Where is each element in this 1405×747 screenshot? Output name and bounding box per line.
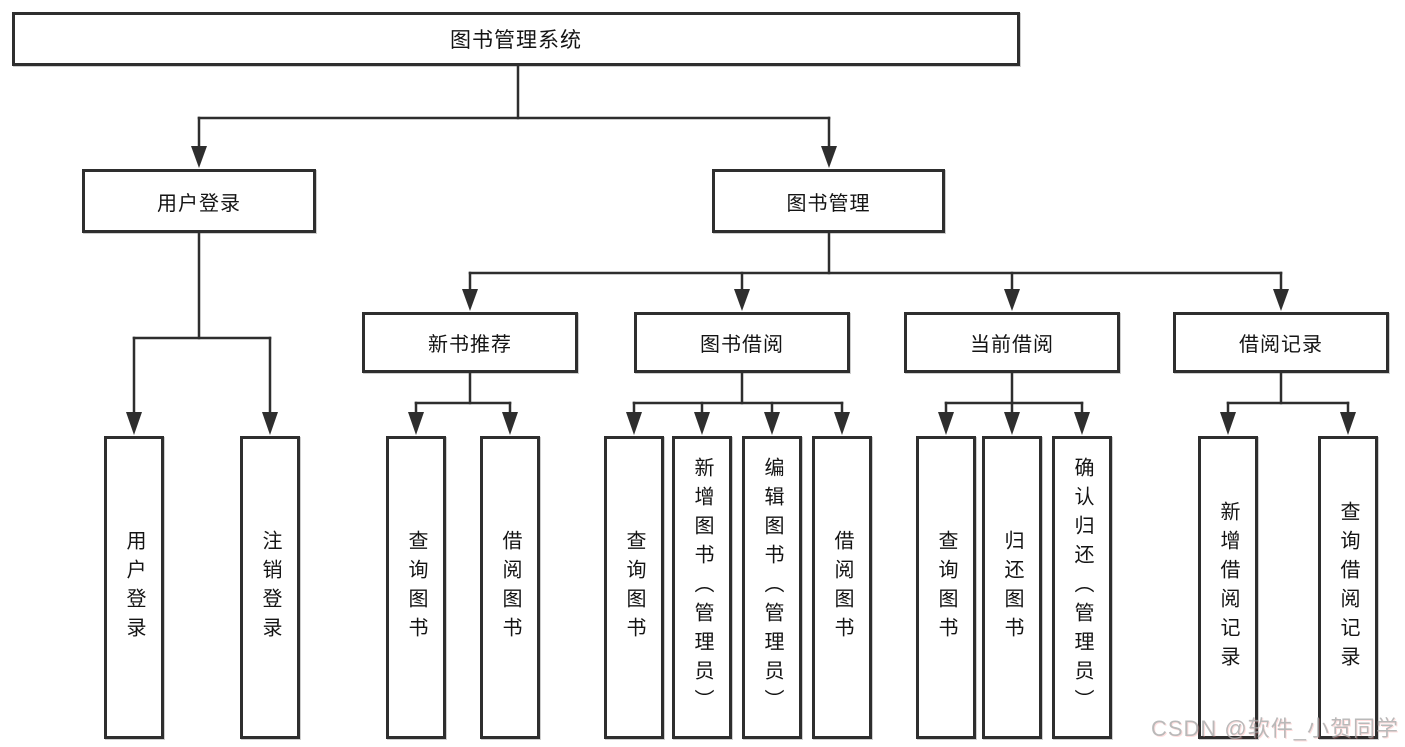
leaf-label: 借阅图书	[499, 529, 521, 646]
leaf-edit-book-admin: 编辑图书（管理员）	[742, 436, 802, 739]
leaf-label: 新增图书（管理员）	[691, 457, 713, 718]
leaf-borrow-books: 借阅图书	[812, 436, 872, 739]
leaf-label: 查询图书	[623, 529, 645, 646]
leaf-logout: 注销登录	[240, 436, 300, 739]
leaf-label: 借阅图书	[831, 529, 853, 646]
leaf-confirm-return-admin: 确认归还（管理员）	[1052, 436, 1112, 739]
node-book-borrowing: 图书借阅	[634, 312, 850, 373]
leaf-return-book: 归还图书	[982, 436, 1042, 739]
leaf-label: 查询借阅记录	[1337, 500, 1359, 675]
leaf-user-login: 用户登录	[104, 436, 164, 739]
leaf-query-books-current: 查询图书	[916, 436, 976, 739]
leaf-add-book-admin: 新增图书（管理员）	[672, 436, 732, 739]
leaf-query-borrow-record: 查询借阅记录	[1318, 436, 1378, 739]
leaf-query-books-recommend: 查询图书	[386, 436, 446, 739]
leaf-label: 用户登录	[123, 529, 145, 646]
leaf-add-borrow-record: 新增借阅记录	[1198, 436, 1258, 739]
leaf-query-books-borrow: 查询图书	[604, 436, 664, 739]
leaf-label: 新增借阅记录	[1217, 500, 1239, 675]
node-book-management: 图书管理	[712, 169, 945, 233]
leaf-label: 确认归还（管理员）	[1071, 457, 1093, 718]
node-library-management-system: 图书管理系统	[12, 12, 1020, 66]
node-borrowing-records: 借阅记录	[1173, 312, 1389, 373]
leaf-label: 编辑图书（管理员）	[761, 457, 783, 718]
node-user-login: 用户登录	[82, 169, 316, 233]
leaf-label: 注销登录	[259, 529, 281, 646]
leaf-label: 查询图书	[935, 529, 957, 646]
leaf-label: 查询图书	[405, 529, 427, 646]
leaf-label: 归还图书	[1001, 529, 1023, 646]
node-current-borrowing: 当前借阅	[904, 312, 1120, 373]
node-new-book-recommend: 新书推荐	[362, 312, 578, 373]
leaf-borrow-books-recommend: 借阅图书	[480, 436, 540, 739]
